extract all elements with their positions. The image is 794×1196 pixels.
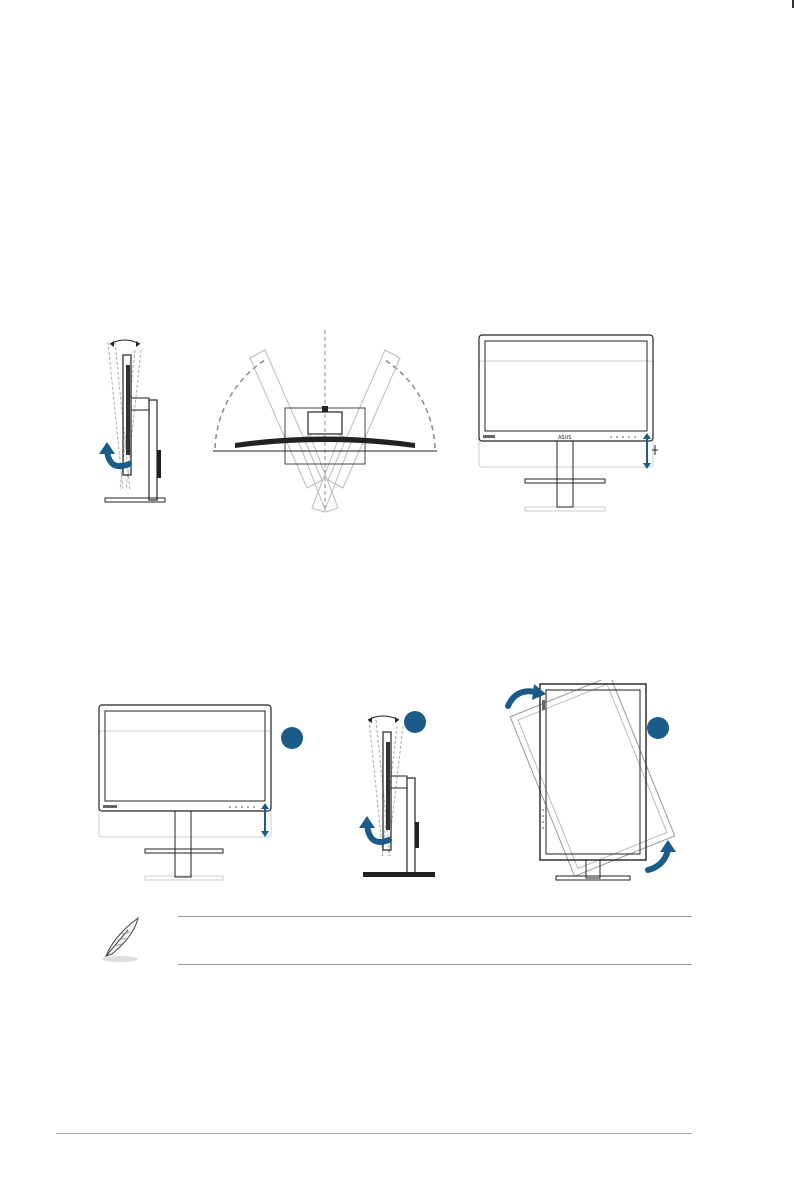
swivel-top-view-figure	[210, 330, 440, 515]
footer-rule	[56, 1133, 692, 1134]
tilt-side-view-figure	[95, 330, 175, 510]
height-adjust-front-figure: ASUS	[475, 333, 665, 513]
step-badge	[404, 711, 426, 733]
note-rule-top	[178, 916, 692, 917]
step-badge	[647, 717, 669, 739]
pivot-step-figure	[498, 680, 688, 888]
tilt-step-figure	[355, 706, 445, 884]
note-rule-bottom	[178, 964, 692, 965]
height-adjust-step-figure	[95, 703, 307, 881]
header-right-edge	[0, 0, 794, 8]
step-badge	[281, 727, 303, 749]
brand-logo: ASUS	[558, 435, 571, 441]
feather-pen-icon	[98, 912, 146, 964]
